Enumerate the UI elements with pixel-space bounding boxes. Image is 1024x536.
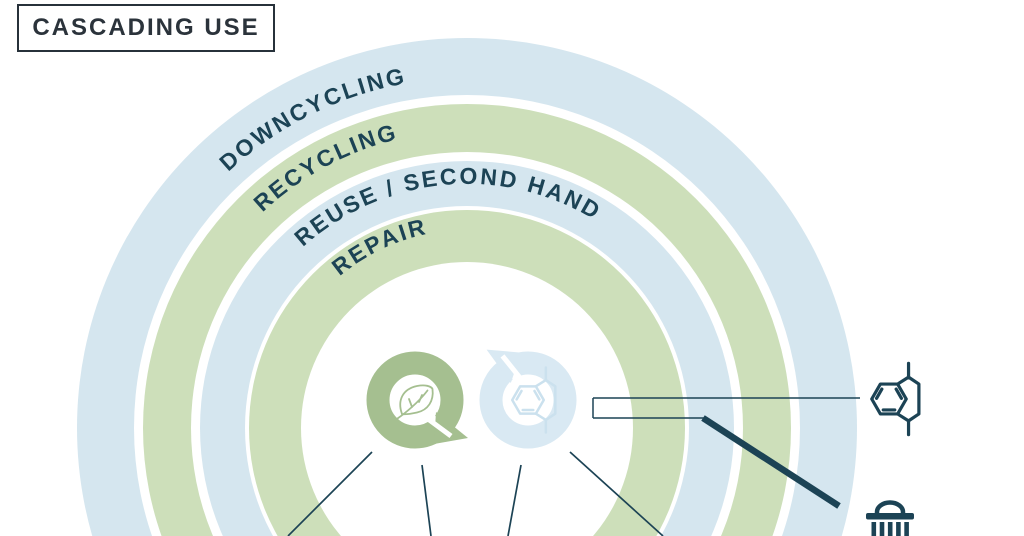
thick-line-to-trash xyxy=(701,415,841,509)
molecule-icon xyxy=(870,361,921,437)
leaf-icon xyxy=(396,384,434,420)
callout-line xyxy=(287,451,373,536)
svg-text:REUSE / SECOND HAND: REUSE / SECOND HAND xyxy=(289,163,606,251)
biological-cycle-icon xyxy=(366,351,468,449)
right-callout xyxy=(592,397,860,509)
callout-line xyxy=(569,451,664,536)
cycle-arrow-tip xyxy=(486,349,521,383)
callout-line xyxy=(507,464,522,536)
ring-label-reuse-second-hand: REUSE / SECOND HAND xyxy=(289,163,604,251)
inner-circle xyxy=(301,262,633,536)
callout-line xyxy=(421,464,432,536)
cycle-arrow-tip xyxy=(434,412,468,444)
callout-lines xyxy=(287,451,664,536)
trash-bin-icon xyxy=(866,500,914,536)
technical-cycle-icon xyxy=(479,349,577,449)
page-title: CASCADING USE xyxy=(17,4,275,52)
